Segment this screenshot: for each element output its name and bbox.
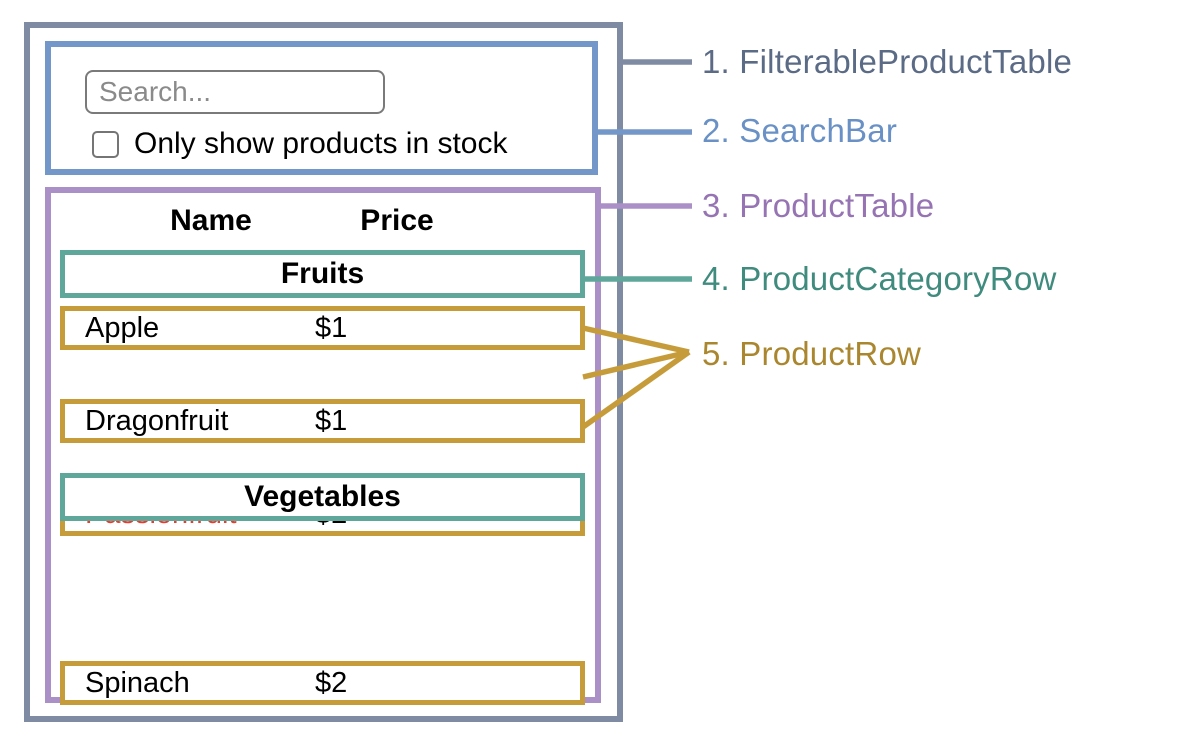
search-input[interactable] <box>85 70 385 114</box>
in-stock-checkbox-label: Only show products in stock <box>134 127 508 160</box>
product-price-cell: $1 <box>315 311 348 344</box>
in-stock-checkbox[interactable] <box>92 130 119 158</box>
label-product-row: 5. ProductRow <box>702 335 922 372</box>
product-row-apple: Apple $1 <box>60 306 585 350</box>
column-header-name: Name <box>170 204 252 237</box>
product-name-cell: Apple <box>85 311 160 344</box>
product-price-cell: $2 <box>315 666 348 699</box>
label-product-table: 3. ProductTable <box>702 187 935 224</box>
product-row-dragonfruit: Dragonfruit $1 <box>60 399 585 443</box>
product-name-cell: Dragonfruit <box>85 404 229 437</box>
label-product-category-row: 4. ProductCategoryRow <box>702 260 1057 297</box>
product-price-cell: $1 <box>315 404 348 437</box>
label-filterable-product-table: 1. FilterableProductTable <box>702 43 1073 80</box>
category-row-fruits: Fruits <box>60 250 585 298</box>
category-label: Fruits <box>280 257 365 290</box>
product-row-spinach: Spinach $2 <box>60 661 585 705</box>
product-name-cell: Spinach <box>85 666 190 699</box>
label-search-bar: 2. SearchBar <box>702 112 898 149</box>
category-row-vegetables: Vegetables <box>60 473 585 521</box>
column-header-price: Price <box>360 204 434 237</box>
in-stock-filter: Only show products in stock <box>92 127 508 160</box>
category-label: Vegetables <box>244 480 401 513</box>
